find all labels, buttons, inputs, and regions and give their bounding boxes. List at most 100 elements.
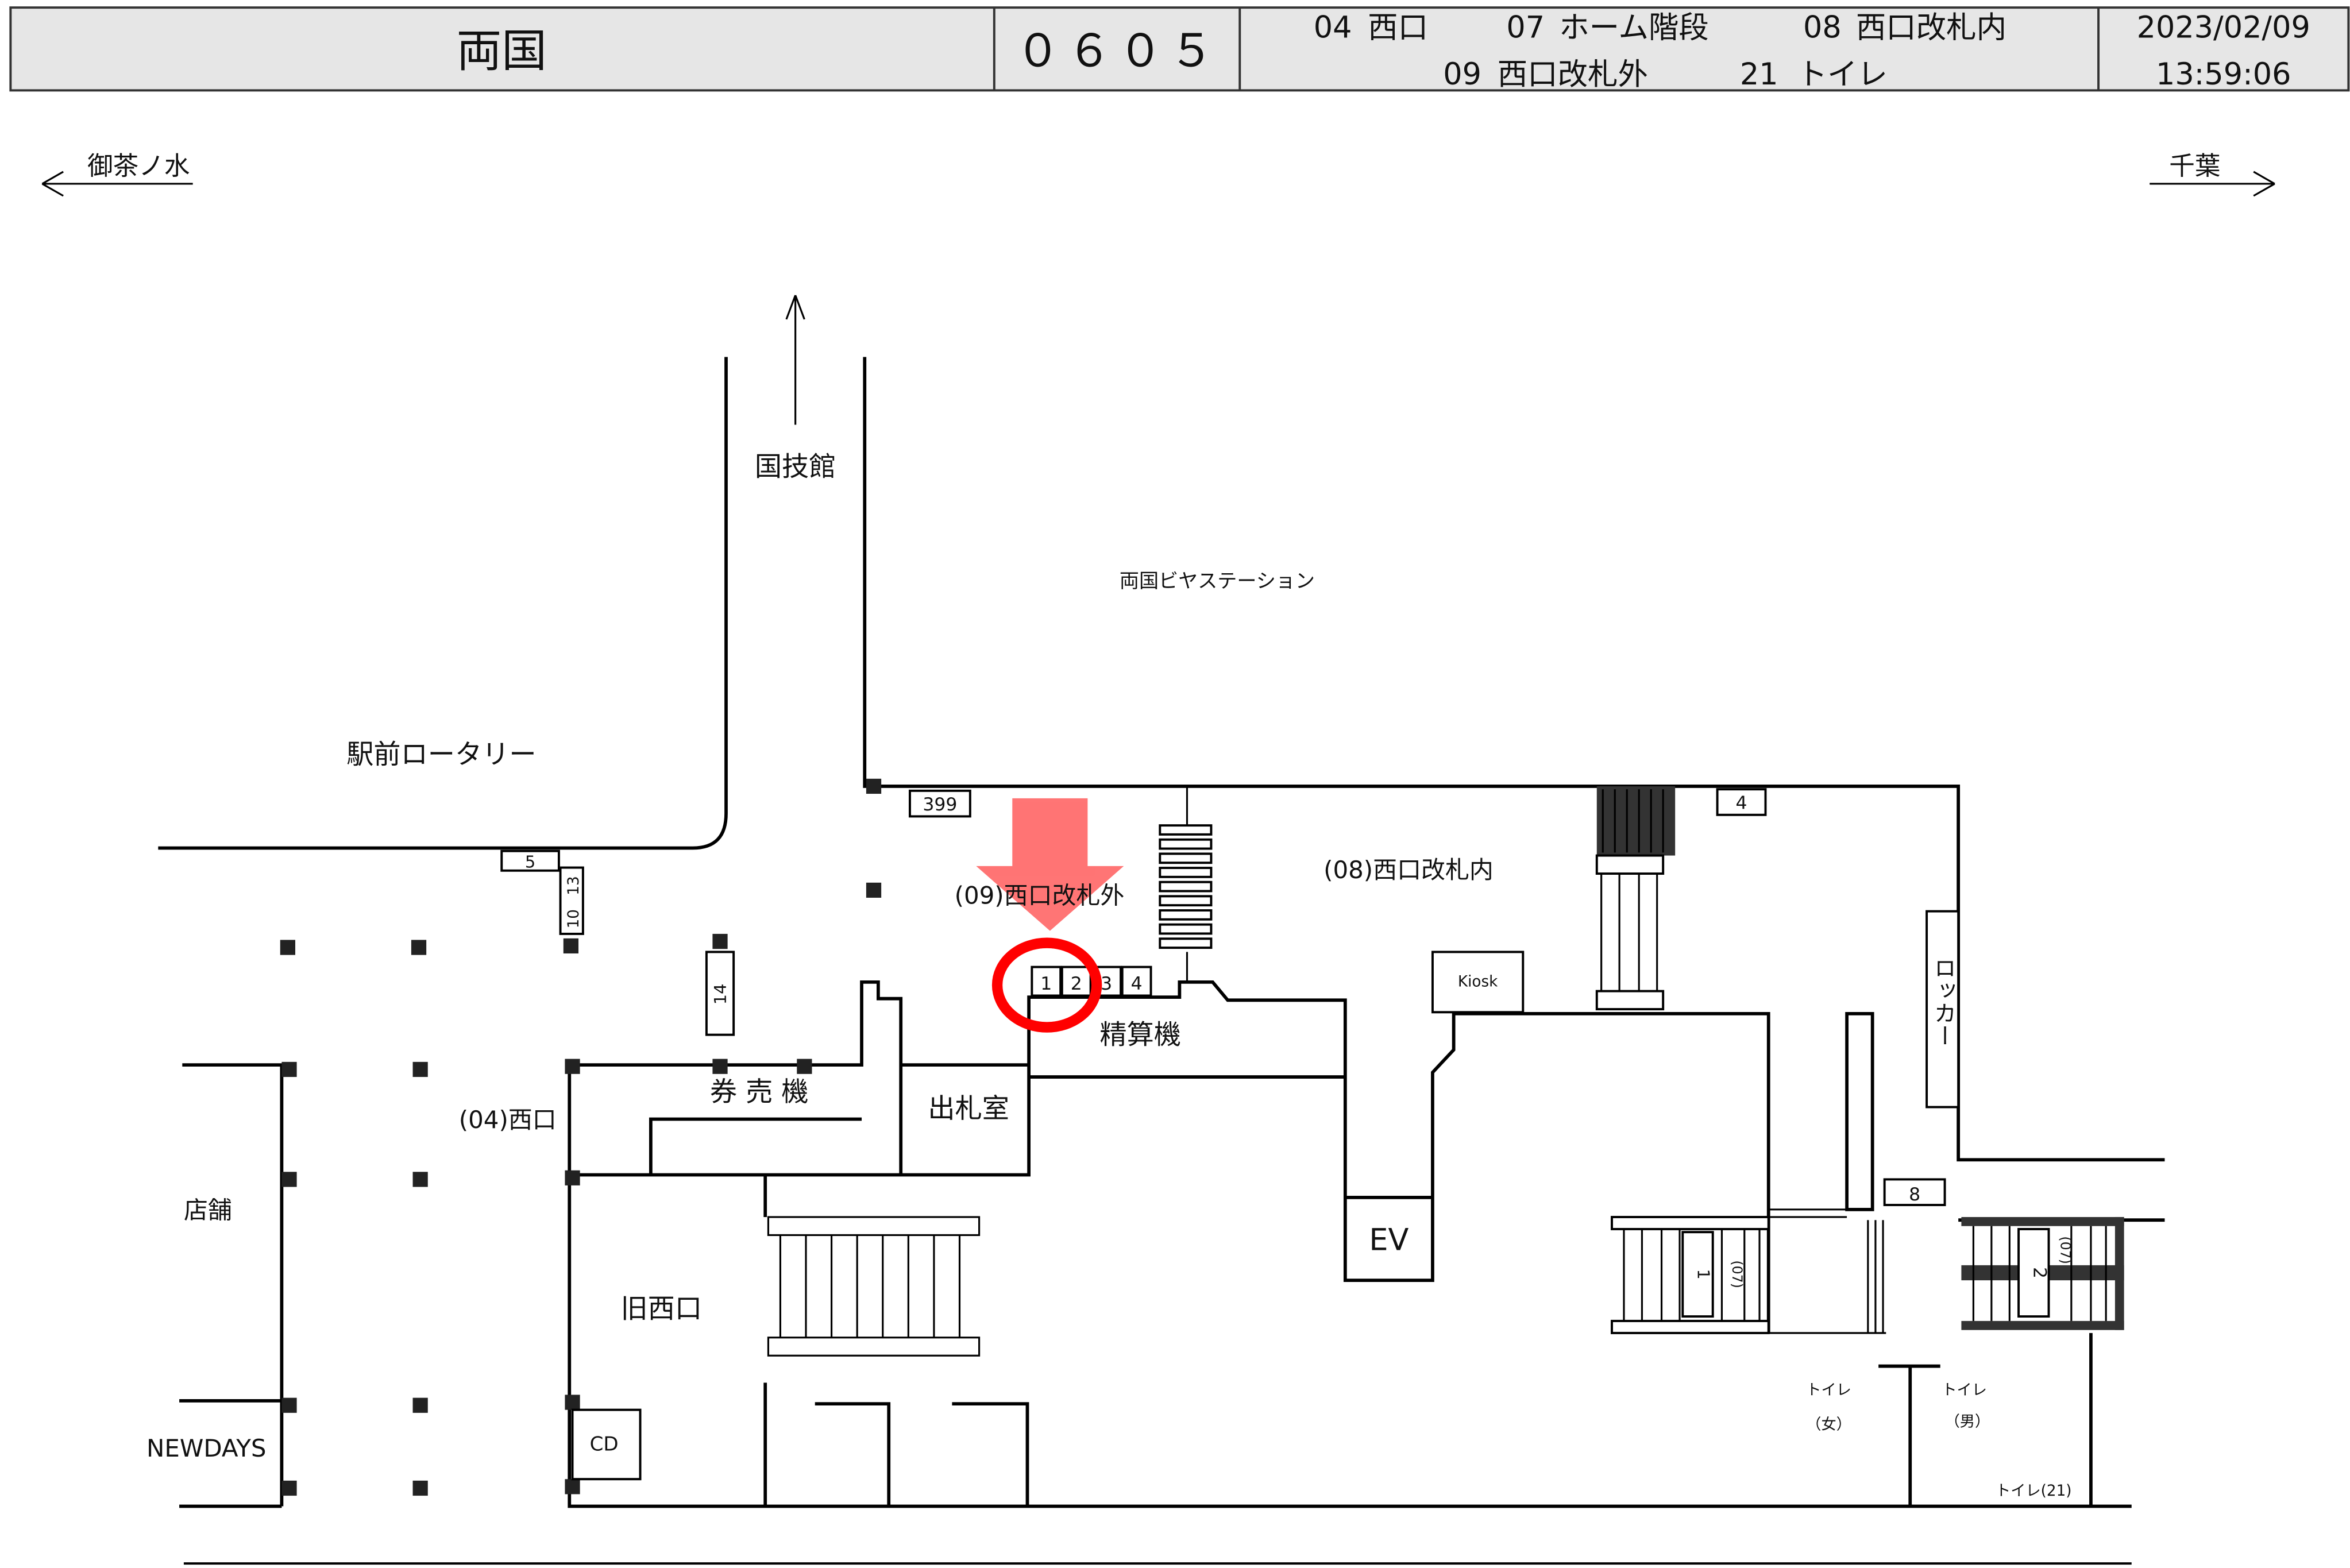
sign-4: 4 — [1716, 788, 1767, 816]
sign-8-label: 8 — [1909, 1184, 1920, 1205]
column — [565, 1395, 580, 1410]
sign-14: 14 — [705, 951, 735, 1036]
label-old-west-exit: 旧西口 — [620, 1293, 702, 1325]
label-gate-inside: (08)西口改札内 — [1323, 856, 1494, 884]
stair-07-2: 2 (07) — [1961, 1216, 2124, 1330]
column — [281, 1061, 297, 1077]
legend-04-label: 西口 — [1368, 10, 1428, 45]
stair-1-label: (07) — [1729, 1260, 1745, 1288]
date: 2023/02/09 — [2137, 10, 2310, 45]
ticket-gates — [1159, 824, 1213, 949]
column — [565, 1479, 580, 1494]
legend-08-label: 西口改札内 — [1856, 10, 2006, 45]
cash-dispenser: CD — [571, 1408, 642, 1481]
label-gate-outside: (09)西口改札外 — [955, 881, 1125, 909]
columns — [280, 778, 882, 1496]
fare-machine-number: 3 — [1101, 974, 1112, 994]
column — [797, 1059, 812, 1074]
direction-right: 千葉 — [2150, 151, 2275, 197]
gate-lane — [1159, 867, 1213, 878]
legend-21-label: トイレ — [1797, 57, 1888, 92]
stair-old-west — [767, 1216, 981, 1357]
fare-machine-number: 2 — [1071, 974, 1082, 994]
fare-machine-number: 1 — [1040, 974, 1052, 994]
label-toilet-21: トイレ(21) — [1996, 1482, 2071, 1500]
label-west-exit: (04)西口 — [459, 1106, 557, 1134]
locker-label: ロッカー — [1930, 956, 1957, 1046]
gate-lane — [1159, 923, 1213, 935]
column — [281, 1397, 297, 1413]
direction-right-label: 千葉 — [2169, 151, 2220, 181]
column — [412, 1061, 428, 1077]
stair-2-number: 2 — [2029, 1267, 2050, 1279]
column — [281, 1172, 297, 1187]
gate-lane — [1159, 824, 1213, 836]
label-ticket-machine: 券 売 機 — [710, 1076, 809, 1108]
stair-1-number: 1 — [1693, 1269, 1713, 1279]
sign-10-label: 10 — [565, 909, 582, 928]
fare-machine-number: 4 — [1131, 974, 1143, 994]
arrow-right-icon — [2150, 171, 2275, 197]
column — [412, 1172, 428, 1187]
sign-5: 5 — [500, 849, 560, 872]
gate-lane — [1159, 909, 1213, 921]
label-beer-station: 両国ビヤステーション — [1120, 570, 1315, 593]
legend-07-label: ホーム階段 — [1559, 10, 1709, 45]
column — [563, 938, 579, 954]
kiosk-label: Kiosk — [1458, 974, 1498, 991]
direction-left: 御茶ノ水 — [41, 151, 193, 197]
sign-14-label: 14 — [711, 983, 730, 1005]
highlight-arrow-icon — [976, 798, 1124, 931]
label-fare-adjust: 精算機 — [1099, 1019, 1181, 1051]
column — [411, 940, 427, 955]
legend-07-num: 07 — [1506, 10, 1545, 45]
direction-left-label: 御茶ノ水 — [87, 151, 190, 181]
arrow-up-icon — [785, 295, 805, 425]
gate-lane — [1159, 937, 1213, 949]
column — [712, 933, 728, 949]
gate-lane — [1159, 852, 1213, 864]
time: 13:59:06 — [2156, 57, 2291, 92]
walls — [158, 295, 2165, 1565]
legend-04-num: 04 — [1314, 10, 1352, 45]
sign-8: 8 — [1883, 1178, 1946, 1206]
column — [866, 778, 882, 794]
column — [280, 940, 295, 955]
kiosk: Kiosk — [1431, 951, 1525, 1014]
label-shop: 店舗 — [184, 1196, 232, 1225]
label-toilet-male-1: トイレ — [1942, 1381, 1987, 1399]
ev-label: EV — [1369, 1223, 1409, 1258]
label-ticket-office: 出札室 — [928, 1093, 1009, 1125]
legend-09-label: 西口改札外 — [1498, 57, 1648, 92]
label-toilet-female-2: （女） — [1806, 1416, 1851, 1434]
label-newdays: NEWDAYS — [146, 1434, 267, 1462]
sign-399: 399 — [908, 789, 971, 818]
fare-machine — [1121, 965, 1152, 997]
legend-08-num: 08 — [1803, 10, 1842, 45]
label-toilet-male-2: （男） — [1945, 1413, 1990, 1430]
gate-lane — [1159, 880, 1213, 893]
gate-lane — [1159, 838, 1213, 850]
locker: ロッカー — [1925, 910, 1960, 1109]
fare-machine — [1060, 965, 1092, 997]
elevator: EV — [1369, 1223, 1409, 1258]
column — [412, 1480, 428, 1496]
sign-4-label: 4 — [1736, 793, 1747, 813]
label-toilet-female-1: トイレ — [1806, 1381, 1851, 1399]
gate-lane — [1159, 895, 1213, 907]
legend-09-num: 09 — [1443, 57, 1481, 92]
header-bar: 両国 ０６０５ 04 西口 07 ホーム階段 08 西口改札内 09 西口改札外… — [9, 6, 2350, 92]
sign-399-label: 399 — [923, 794, 957, 815]
column — [565, 1170, 580, 1185]
stair-2-label: (07) — [2057, 1236, 2073, 1264]
fare-machine — [1031, 965, 1062, 997]
cd-label: CD — [590, 1432, 619, 1455]
sign-5-label: 5 — [525, 852, 535, 872]
stair-07-1: 1 (07) — [1611, 1208, 1886, 1334]
highlight-circle — [991, 937, 1102, 1033]
legend-21-num: 21 — [1740, 57, 1778, 92]
label-rotary: 駅前ロータリー — [346, 739, 536, 771]
column — [281, 1480, 297, 1496]
column — [565, 1059, 580, 1074]
